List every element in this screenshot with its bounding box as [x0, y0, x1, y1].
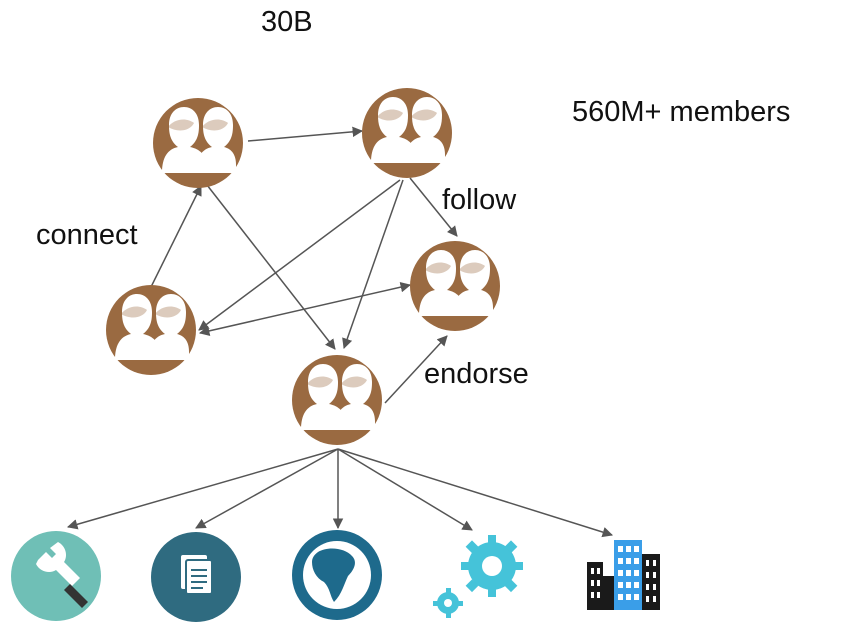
- edge-to-document: [195, 448, 339, 529]
- member-edges: [150, 126, 458, 404]
- document-icon: [151, 532, 241, 622]
- follow-edge-label: follow: [442, 184, 517, 216]
- wrench-icon: [11, 531, 101, 621]
- members-icon: [153, 98, 243, 188]
- edge-a-to-b: [247, 126, 364, 142]
- members-icon: [106, 285, 196, 375]
- edge-to-building: [337, 448, 614, 538]
- edge-d-to-c: [198, 281, 412, 337]
- edge-a-to-e: [206, 184, 336, 350]
- member-count-label: 560M+ members: [572, 96, 791, 128]
- building-icon: [587, 540, 660, 610]
- members-icon: [410, 241, 500, 331]
- edge-to-gears: [337, 448, 473, 531]
- edge-count-label: 30B: [261, 6, 313, 38]
- endorse-edge-label: endorse: [424, 358, 529, 390]
- members-icon: [362, 88, 452, 178]
- edge-e-to-d: [384, 335, 448, 404]
- members-icon: [292, 355, 382, 445]
- edge-b-to-d: [409, 177, 458, 237]
- edge-to-wrench: [66, 448, 339, 530]
- edge-b-to-e: [342, 179, 404, 349]
- gears-icon: [433, 535, 523, 618]
- edge-c-to-a: [150, 185, 202, 288]
- edge-b-to-c: [198, 179, 401, 331]
- globe-icon: [292, 530, 382, 620]
- entity-edges: [66, 448, 614, 538]
- connect-edge-label: connect: [36, 219, 138, 251]
